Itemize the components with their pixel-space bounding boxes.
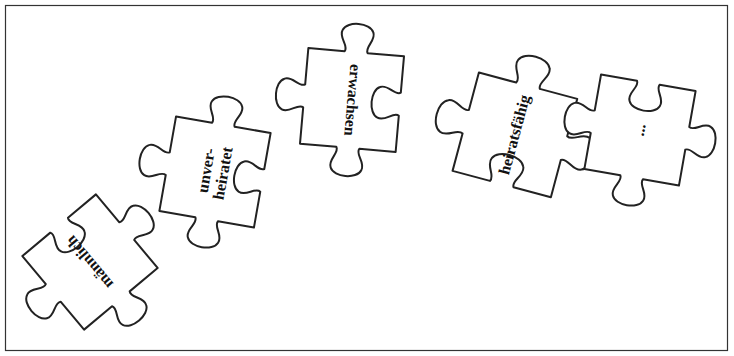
piece-contour xyxy=(269,17,406,180)
puzzle-piece: erwachsen xyxy=(264,12,440,188)
puzzle-piece: heiratsfähig xyxy=(410,30,620,240)
piece-contour xyxy=(552,69,724,218)
puzzle-piece: ... xyxy=(546,36,734,224)
piece-contour xyxy=(127,84,276,256)
